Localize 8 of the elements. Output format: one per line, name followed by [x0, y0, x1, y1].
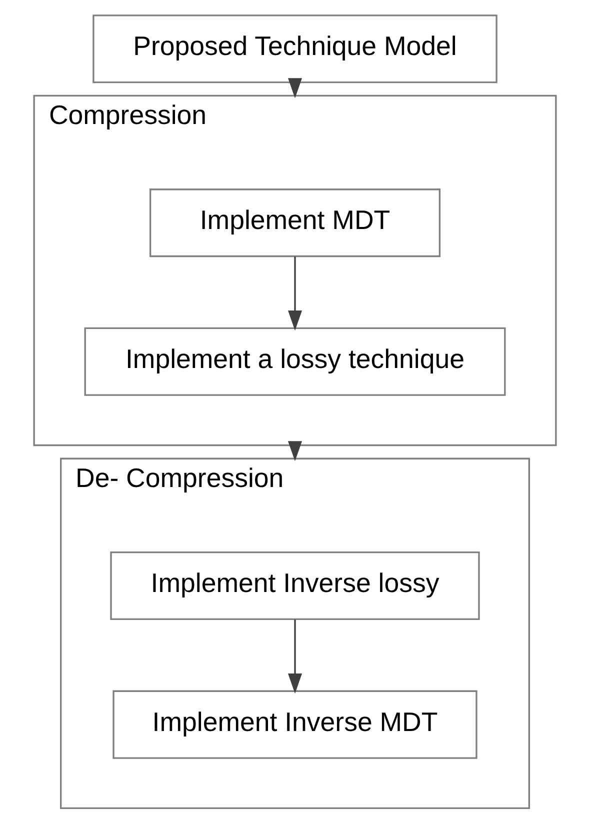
arrow	[288, 78, 302, 98]
arrow	[288, 620, 302, 694]
node-box: Implement Inverse MDT	[112, 690, 478, 759]
node-box: Implement a lossy technique	[84, 327, 506, 396]
node-box: Implement Inverse lossy	[110, 551, 480, 620]
arrow	[288, 441, 302, 462]
arrow	[288, 256, 302, 331]
node-box: Implement MDT	[149, 188, 441, 258]
